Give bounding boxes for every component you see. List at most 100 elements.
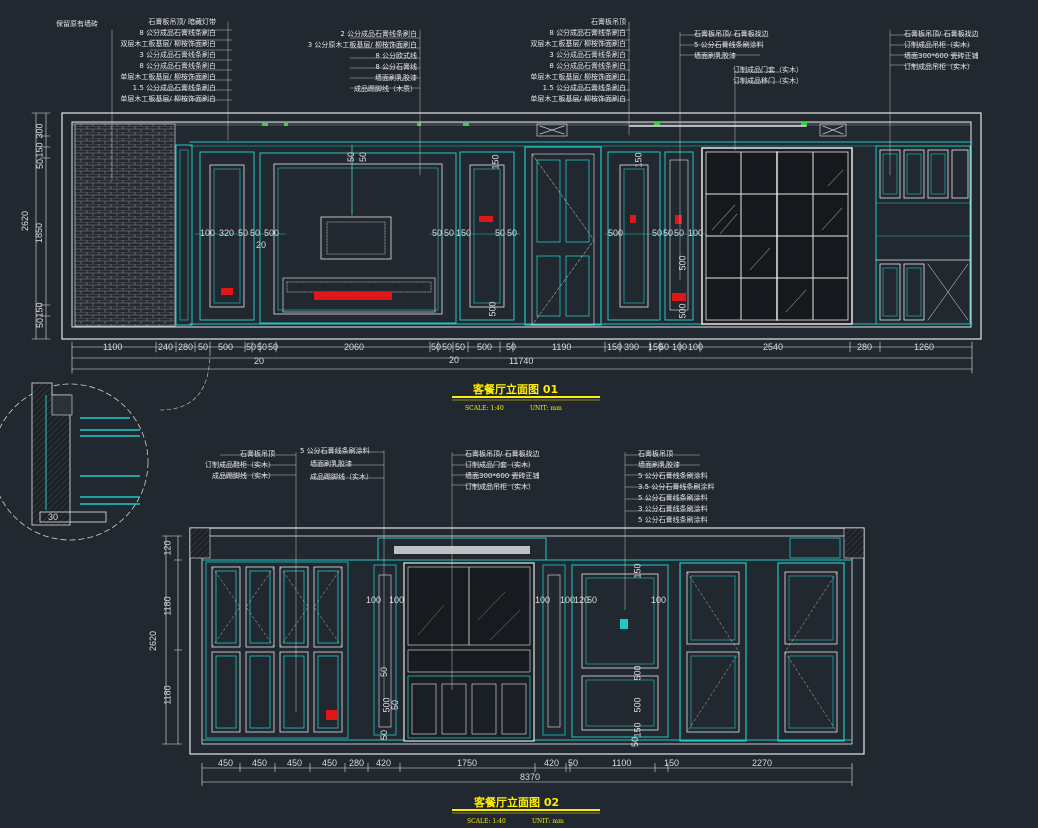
- dim-label: 150: [607, 342, 623, 352]
- dim-label: 50: [390, 699, 401, 711]
- callout-label: 5 公分石膏线条刷涂料: [638, 472, 708, 480]
- dim-label: 120: [162, 540, 173, 556]
- dim-label: 50: [198, 342, 209, 352]
- dim-label: 50: [674, 228, 685, 238]
- dim-label: 240: [158, 342, 174, 352]
- dim-label: 50: [568, 758, 579, 768]
- callout-label: 石膏板吊顶/ 石膏板找边: [465, 450, 540, 458]
- dim-label: 50: [268, 342, 279, 352]
- shoe-cabinet: [205, 561, 349, 739]
- dim-label: 500: [477, 342, 493, 352]
- dim-label: 100: [688, 228, 704, 238]
- callout-label: 订制成品移门（实木）: [733, 77, 803, 85]
- dim-label: 450: [252, 758, 268, 768]
- dim-label: 450: [322, 758, 338, 768]
- dim-label: 500: [608, 228, 624, 238]
- dim-label: 100: [688, 342, 704, 352]
- drawing-unit: UNIT: mm: [532, 818, 564, 825]
- dim-label: 150: [456, 228, 472, 238]
- dim-label: 2540: [763, 342, 784, 352]
- dim-label: 1190: [552, 342, 572, 352]
- callout-label: 8 公分石膏线: [375, 63, 417, 71]
- dim-label: 500: [218, 342, 234, 352]
- dim-label: 150: [34, 142, 45, 158]
- elevation-01: [31, 21, 982, 411]
- callout-label: 5 公分石膏线条刷涂料: [638, 494, 708, 502]
- callout-label: 成品踢脚线（实木）: [310, 473, 373, 481]
- dim-label: 50: [379, 729, 390, 741]
- dim-label: 280: [178, 342, 194, 352]
- callout-label: 墙面刷乳胶漆: [375, 74, 417, 82]
- callout-label: 单层木工板基层/ 柳桉饰面刷白: [530, 73, 626, 81]
- callout-label: 8 公分成品石膏线条刷白: [549, 62, 626, 70]
- dim-label: 50: [431, 342, 442, 352]
- dim-label: 20: [449, 355, 460, 365]
- dim-label: 50: [257, 342, 268, 352]
- dim-label: 50: [630, 736, 641, 748]
- dim-label: 50: [35, 158, 46, 170]
- dim-label: 1260: [914, 342, 935, 352]
- dim-label: 50: [506, 342, 517, 352]
- callout-label: 单层木工板基层/ 柳桉饰面刷白: [120, 73, 216, 81]
- dim-label: 100: [200, 228, 216, 238]
- callout-label: 单层木工板基层/ 柳桉饰面刷白: [120, 95, 216, 103]
- dim-label: 1180: [162, 596, 173, 616]
- callout-label: 1.5 公分成品石膏线条刷白: [132, 84, 216, 92]
- drawing-title: 客餐厅立面图 02: [474, 796, 560, 809]
- dim-label: 50: [246, 342, 257, 352]
- callout-label: 订制成品门套（实木）: [733, 66, 803, 74]
- elevation-02: [162, 450, 865, 786]
- drawing-title: 客餐厅立面图 01: [473, 383, 559, 396]
- dim-label: 100: [535, 595, 551, 605]
- dim-label: 420: [376, 758, 392, 768]
- callout-label: 8 公分成品石膏线条刷白: [549, 29, 626, 37]
- dim-label: 50: [444, 228, 455, 238]
- tv-screen: [320, 216, 392, 260]
- callout-label: 3 公分原木工板基层/ 柳桉饰面刷白: [307, 41, 417, 49]
- dim-label: 50: [432, 228, 443, 238]
- dim-label: 300: [34, 123, 45, 139]
- brick-wall: [74, 123, 176, 327]
- callout-label: 双层木工板基层/ 柳桉饰面刷白: [530, 40, 626, 48]
- drawing-unit: UNIT: mm: [530, 405, 562, 412]
- callout-label: 3 公分成品石膏线条刷白: [549, 51, 626, 59]
- dim-label: 20: [254, 356, 265, 366]
- dim-label: 50: [35, 317, 46, 329]
- dim-label: 120: [574, 595, 590, 605]
- dim-total: 2620: [20, 210, 31, 232]
- callout-label: 订制成品门套（实木）: [465, 461, 535, 469]
- dim-label: 50: [659, 342, 670, 352]
- callout-label: 订制成品吊柜（实木）: [904, 63, 974, 71]
- dim-label: 100: [672, 342, 688, 352]
- dim-label: 150: [632, 563, 643, 579]
- dim-label: 2270: [752, 758, 773, 768]
- callout-label: 石膏板吊顶/ 石膏板找边: [904, 30, 979, 38]
- dim-label: 150: [490, 154, 501, 170]
- dim-label: 1180: [162, 685, 173, 705]
- dim-label: 50: [652, 228, 663, 238]
- callout-label: 3 公分石膏线条刷涂料: [638, 505, 708, 513]
- drawing-scale: SCALE: 1:40: [465, 405, 504, 412]
- dim-total: 2620: [148, 630, 159, 652]
- callout-label: 2 公分成品石膏线条刷白: [340, 30, 417, 38]
- callout-label: 订制成品鞋柜（实木）: [205, 461, 275, 469]
- dim-label: 500: [487, 301, 498, 317]
- title-underline: [452, 396, 600, 401]
- callout-label: 成品踢脚线（木质）: [354, 85, 417, 93]
- callout-label: 石膏板吊顶: [638, 450, 673, 458]
- dim-label: 50: [663, 228, 674, 238]
- callout-label: 石膏板吊顶: [591, 18, 626, 26]
- dim-label: 50: [587, 595, 598, 605]
- callout-label: 双层木工板基层/ 柳桉饰面刷白: [120, 40, 216, 48]
- callout-label: 3 公分成品石膏线条刷白: [139, 51, 216, 59]
- dim-label: 100: [366, 595, 382, 605]
- callout-label: 保留原有墙砖: [56, 20, 98, 28]
- callout-label: 订制成品吊柜（实木）: [904, 41, 974, 49]
- dim-label: 50: [346, 151, 357, 163]
- dim-label: 500: [632, 665, 643, 681]
- callout-label: 订制成品吊柜（实木）: [465, 483, 535, 491]
- drawing-scale: SCALE: 1:40: [467, 818, 506, 825]
- dim-label: 100: [560, 595, 576, 605]
- title-underline: [452, 809, 600, 814]
